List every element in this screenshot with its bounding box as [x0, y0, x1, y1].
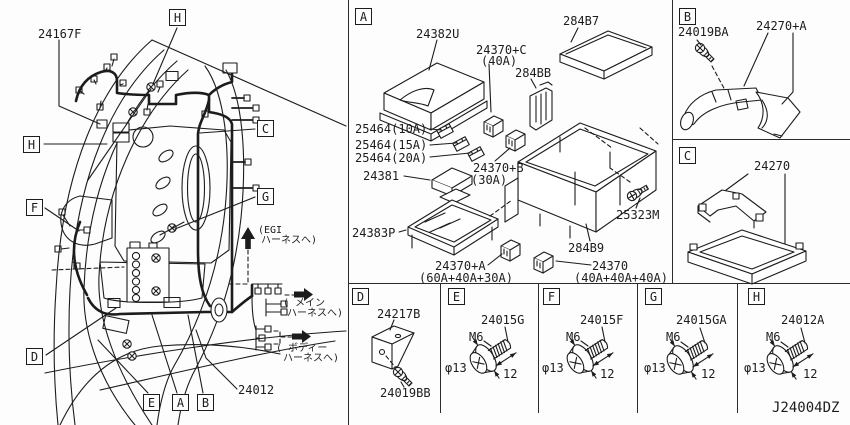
note-egi-line2: ハーネスへ)	[261, 235, 318, 246]
egi-harness-arrow	[241, 227, 255, 249]
part-label-24383p: 24383P	[352, 226, 396, 240]
part-label-24012a: 24012A	[781, 313, 825, 327]
part-label-24370-amp: (40A+40A+40A)	[574, 271, 668, 285]
section-c-drawing	[687, 173, 807, 285]
part-label-24015g: 24015G	[481, 313, 525, 327]
part-label-25464-15a: 25464(15A)	[355, 138, 428, 152]
part-label-24382u: 24382U	[416, 27, 460, 41]
callout-d-main: D	[26, 348, 43, 365]
part-label-24381: 24381	[363, 169, 400, 183]
bolt-e-drawing	[459, 322, 524, 388]
callout-panel-e: E	[448, 288, 465, 305]
bolt-g-diameter: φ13	[644, 361, 666, 375]
bolt-e-diameter: φ13	[445, 361, 467, 375]
note-main-line1: ( メイン	[283, 298, 326, 309]
part-label-24012: 24012	[238, 383, 275, 397]
callout-a-main: A	[172, 394, 189, 411]
note-body-line1: ( ボディー	[276, 343, 328, 354]
section-a-drawing	[379, 27, 659, 274]
callout-g-main: G	[257, 188, 274, 205]
section-d-drawing	[371, 319, 415, 388]
part-label-24370a: 24370+A	[435, 259, 486, 273]
part-label-24015f: 24015F	[580, 313, 624, 327]
part-label-24370c: 24370+C	[476, 43, 527, 57]
part-label-24167f: 24167F	[38, 27, 82, 41]
part-label-24370b: 24370+B	[473, 161, 524, 175]
bolt-h-thread: M6	[766, 330, 781, 344]
panel-dividers	[348, 0, 850, 425]
callout-panel-f: F	[543, 288, 560, 305]
bolt-h-drawing	[756, 323, 821, 389]
callout-panel-d: D	[352, 288, 369, 305]
bolt-g-thread: M6	[666, 330, 681, 344]
bolt-f-drawing	[556, 322, 621, 388]
part-label-24270a: 24270+A	[756, 19, 807, 33]
part-label-24015ga: 24015GA	[676, 313, 727, 327]
part-label-24217b: 24217B	[377, 307, 421, 321]
part-label-24019bb: 24019BB	[380, 386, 431, 400]
callout-b-main: B	[197, 394, 214, 411]
part-label-284b9: 284B9	[568, 241, 605, 255]
body-harness-arrow	[292, 330, 311, 343]
callout-panel-g: G	[645, 288, 662, 305]
part-label-24370a-amp: (60A+40A+30A)	[419, 271, 513, 285]
bolt-h-length: 12	[803, 367, 818, 381]
car-harness-drawing	[43, 27, 347, 425]
bolt-g-length: 12	[701, 367, 716, 381]
main-harness-arrow	[294, 288, 313, 301]
part-label-284b7: 284B7	[563, 14, 600, 28]
part-label-24370c-amp: (40A)	[481, 54, 518, 68]
callout-h-left: H	[23, 136, 40, 153]
bolt-h-diameter: φ13	[744, 361, 766, 375]
callout-panel-c: C	[679, 147, 696, 164]
bolt-e-length: 12	[503, 367, 518, 381]
callout-c-main: C	[257, 120, 274, 137]
note-body-line2: ハーネスへ)	[283, 353, 340, 364]
section-b-drawing	[680, 32, 801, 139]
bolt-f-thread: M6	[566, 330, 581, 344]
callout-f-main: F	[26, 199, 43, 216]
part-label-24370: 24370	[592, 259, 629, 273]
note-egi-line1: (EGI	[258, 225, 283, 236]
callout-panel-b: B	[679, 8, 696, 25]
part-label-24370b-amp: (30A)	[471, 173, 508, 187]
callout-e-main: E	[143, 394, 160, 411]
part-label-284bb: 284BB	[515, 66, 552, 80]
callout-h-top: H	[169, 9, 186, 26]
bolt-f-length: 12	[600, 367, 615, 381]
part-label-24270: 24270	[754, 159, 791, 173]
callout-panel-a: A	[355, 8, 372, 25]
bolt-f-diameter: φ13	[542, 361, 564, 375]
callout-panel-h: H	[748, 288, 765, 305]
part-label-24019ba: 24019BA	[678, 25, 729, 39]
bolt-e-thread: M6	[469, 330, 484, 344]
part-label-25323m: 25323M	[616, 208, 660, 222]
bolt-g-drawing	[656, 323, 721, 389]
part-label-25464-10a: 25464(10A)	[355, 122, 428, 136]
note-main-line2: ハーネスへ)	[287, 308, 344, 319]
part-label-25464-20a: 25464(20A)	[355, 151, 428, 165]
drawing-code: J24004DZ	[772, 400, 840, 416]
